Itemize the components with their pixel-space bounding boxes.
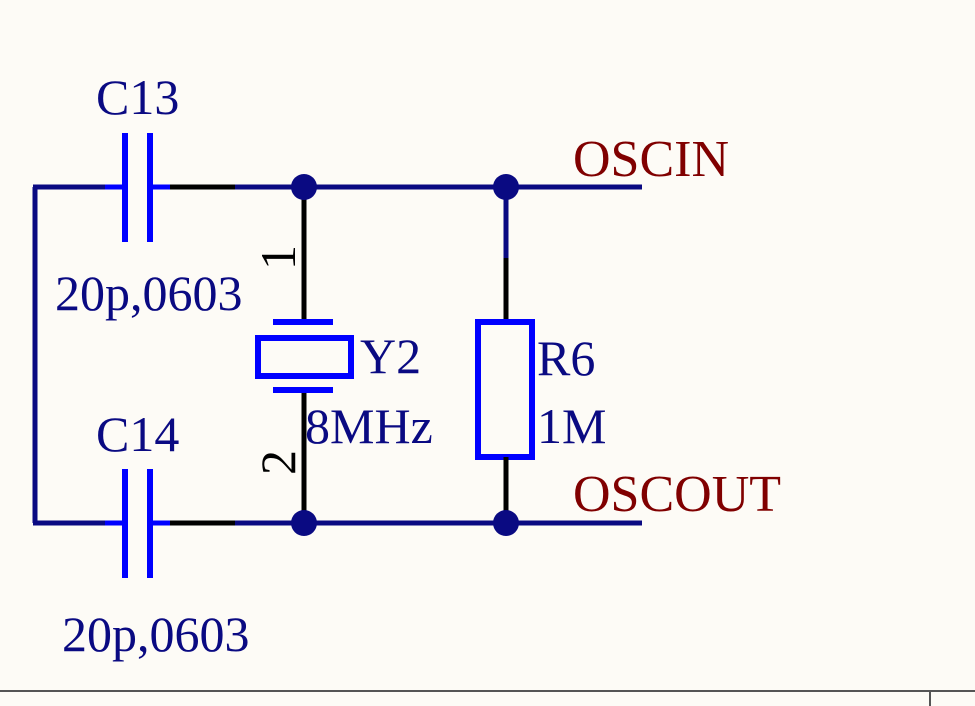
left-wire [32, 184, 105, 526]
c13-designator: C13 [96, 69, 179, 125]
y2-pin2-number: 2 [250, 450, 306, 475]
c14-value: 20p,0603 [62, 606, 250, 662]
junction-dot [291, 510, 317, 536]
resistor-r6 [475, 187, 535, 523]
junction-dot [291, 174, 317, 200]
y2-pin1-number: 1 [250, 245, 306, 270]
r6-value: 1M [537, 398, 606, 454]
y2-designator: Y2 [360, 328, 421, 384]
junction-dot [493, 510, 519, 536]
c13-value: 20p,0603 [55, 265, 243, 321]
y2-value: 8MHz [305, 398, 433, 454]
r6-designator: R6 [537, 330, 595, 386]
c14-designator: C14 [96, 406, 179, 462]
net-label-oscin: OSCIN [573, 131, 729, 188]
junction-dot [493, 174, 519, 200]
net-label-oscout: OSCOUT [573, 466, 781, 523]
sheet-frame [0, 690, 975, 706]
capacitor-c13 [105, 133, 235, 242]
capacitor-c14 [105, 469, 235, 578]
crystal-y2 [255, 187, 354, 523]
